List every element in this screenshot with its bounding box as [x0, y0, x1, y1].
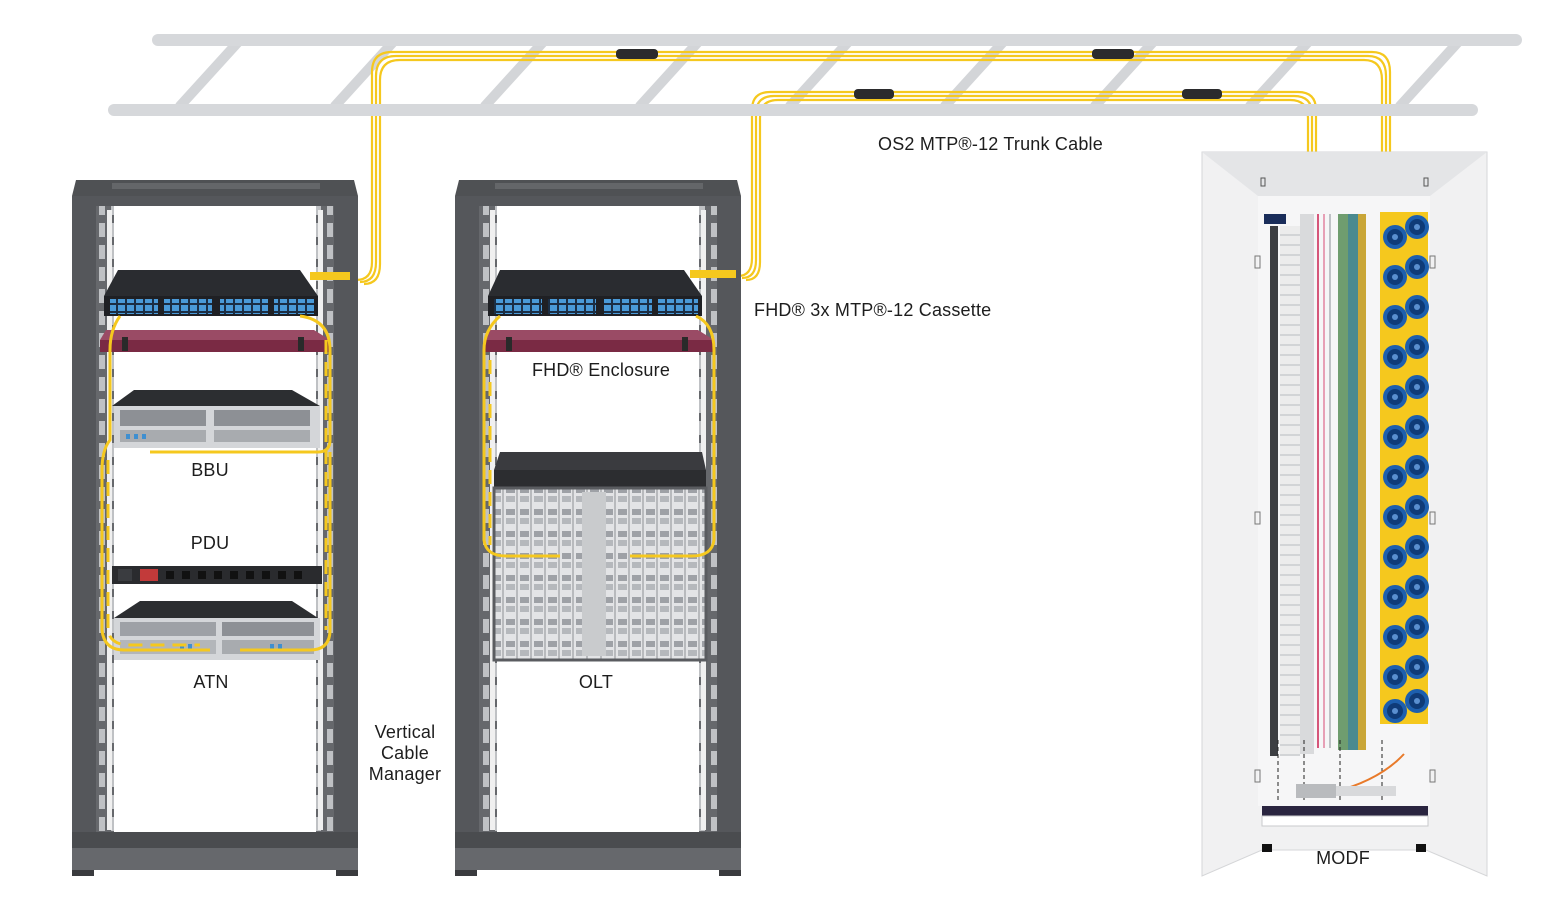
- modf-frame: [1201, 151, 1488, 877]
- enclosure-label: FHD® Enclosure: [531, 360, 671, 380]
- cassette-label: FHD® 3x MTP®-12 Cassette: [754, 300, 992, 320]
- patch-cords-rack-2: [482, 314, 716, 558]
- trunk-connectors: [616, 49, 1222, 99]
- vertical-cable-manager-label: Vertical Cable Manager: [345, 722, 465, 785]
- modf-label: MODF: [1316, 848, 1370, 868]
- bbu-unit: [112, 390, 320, 448]
- trunk-cable: [355, 50, 1392, 286]
- rack-2: [455, 180, 741, 876]
- fhd-enclosure-rack-1: [100, 270, 350, 352]
- pdu-unit: [112, 566, 322, 584]
- vertical-cable-manager-line-2: Cable: [380, 743, 430, 763]
- vertical-cable-manager-line-1: Vertical: [374, 722, 436, 742]
- vertical-cable-manager-line-3: Manager: [368, 764, 442, 784]
- patch-cords-rack-1: [100, 314, 332, 652]
- bbu-label: BBU: [191, 460, 229, 480]
- olt-label: OLT: [578, 672, 614, 692]
- trunk-cable-label: OS2 MTP®-12 Trunk Cable: [878, 134, 1103, 154]
- fhd-enclosure-rack-2: [484, 270, 736, 352]
- olt-chassis: [492, 452, 708, 662]
- pdu-label: PDU: [190, 533, 230, 553]
- atn-unit: [114, 601, 320, 660]
- atn-label: ATN: [193, 672, 229, 692]
